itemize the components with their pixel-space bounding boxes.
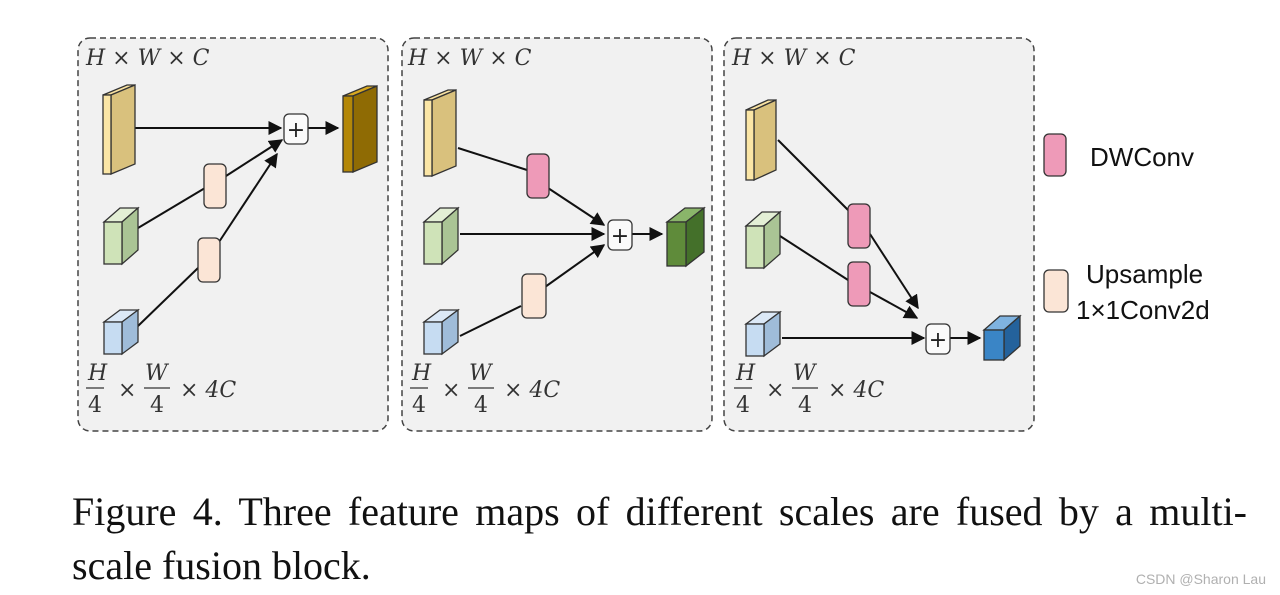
svg-text:× 4C: × 4C (828, 378, 884, 403)
output-feature-map (342, 85, 378, 173)
svg-text:×: × (766, 378, 784, 403)
dwconv-block (847, 203, 871, 249)
feature-map-mid (744, 210, 782, 270)
plus-icon: + (283, 113, 309, 145)
feature-map-small (102, 308, 140, 356)
feature-map-small (744, 310, 782, 358)
bottom-dims-label: H 4 × W 4 × 4C (86, 361, 236, 418)
upsample-block (203, 163, 227, 209)
svg-text:W: W (793, 361, 818, 386)
upsample-block (197, 237, 221, 283)
plus-icon: + (925, 323, 951, 355)
legend-conv-label: 1×1Conv2d (1076, 295, 1210, 325)
plus-icon: + (607, 219, 633, 251)
output-feature-map (982, 314, 1022, 362)
svg-text:× 4C: × 4C (504, 378, 560, 403)
bottom-dims-label: H 4 × W 4 × 4C (410, 361, 560, 418)
svg-text:4: 4 (798, 393, 812, 418)
svg-text:+: + (611, 224, 629, 249)
top-dims-label: H × W × C (407, 46, 532, 71)
svg-text:W: W (145, 361, 170, 386)
legend-dwconv-swatch (1043, 133, 1067, 177)
panel-1: H × W × C H 4 × W 4 × 4C (77, 37, 389, 432)
fusion-diagram: H × W × C H 4 × W 4 × 4C (77, 37, 1210, 432)
dwconv-block (847, 261, 871, 307)
bottom-dims-label: H 4 × W 4 × 4C (734, 361, 884, 418)
feature-map-large (745, 98, 777, 182)
feature-map-small (422, 308, 460, 356)
figure-caption: Figure 4. Three feature maps of differen… (72, 489, 1247, 588)
upsample-block (521, 273, 547, 319)
feature-map-mid (422, 206, 460, 266)
svg-text:4: 4 (412, 393, 426, 418)
svg-text:W: W (469, 361, 494, 386)
feature-map-large (423, 89, 457, 177)
svg-text:×: × (442, 378, 460, 403)
watermark: CSDN @Sharon Lau (1135, 571, 1266, 587)
svg-text:4: 4 (88, 393, 102, 418)
svg-text:+: + (287, 118, 305, 143)
svg-text:H: H (87, 361, 108, 386)
dwconv-block (526, 153, 550, 199)
legend-upsample-swatch (1043, 269, 1069, 313)
svg-text:4: 4 (150, 393, 164, 418)
legend-dwconv-label: DWConv (1090, 142, 1194, 172)
panel-2: H × W × C H 4 × W 4 × 4C (401, 37, 713, 432)
top-dims-label: H × W × C (85, 46, 210, 71)
svg-text:4: 4 (736, 393, 750, 418)
panel-3: H × W × C H 4 × W 4 × 4C (723, 37, 1035, 432)
output-feature-map (665, 206, 706, 268)
svg-text:H: H (411, 361, 432, 386)
svg-text:× 4C: × 4C (180, 378, 236, 403)
svg-text:+: + (929, 328, 947, 353)
legend-upsample-label: Upsample (1086, 259, 1203, 289)
feature-map-large (102, 84, 136, 175)
svg-text:H: H (735, 361, 756, 386)
legend: DWConv Upsample 1×1Conv2d (1043, 133, 1210, 325)
feature-map-mid (102, 206, 140, 266)
svg-text:4: 4 (474, 393, 488, 418)
svg-text:×: × (118, 378, 136, 403)
top-dims-label: H × W × C (731, 46, 856, 71)
